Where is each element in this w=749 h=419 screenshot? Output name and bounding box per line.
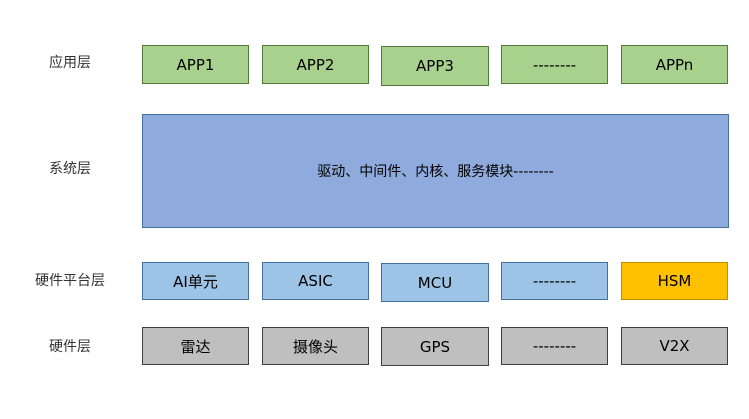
hardware-box-ellipsis: -------- [501, 327, 608, 365]
hw-platform-box-mcu: MCU [381, 263, 489, 302]
app-box-app3: APP3 [381, 46, 489, 86]
hw-platform-box-ellipsis: -------- [501, 262, 608, 300]
app-box-app1: APP1 [142, 45, 249, 84]
hardware-box-camera: 摄像头 [262, 327, 369, 365]
app-box-appn: APPn [621, 45, 728, 84]
system-layer-label: 系统层 [49, 161, 91, 177]
app-layer-label: 应用层 [49, 55, 91, 71]
app-box-ellipsis: -------- [501, 45, 608, 84]
hardware-box-gps: GPS [381, 327, 489, 366]
hardware-layer-label: 硬件层 [49, 339, 91, 355]
app-box-app2: APP2 [262, 45, 369, 84]
hw-platform-box-asic: ASIC [262, 262, 369, 300]
hw-platform-box-ai-unit: AI单元 [142, 262, 249, 300]
hardware-box-radar: 雷达 [142, 327, 249, 365]
hardware-box-v2x: V2X [621, 327, 728, 365]
system-layer-box: 驱动、中间件、内核、服务模块-------- [142, 114, 729, 228]
hw-platform-box-hsm: HSM [621, 262, 728, 300]
hw-platform-layer-label: 硬件平台层 [35, 273, 105, 289]
